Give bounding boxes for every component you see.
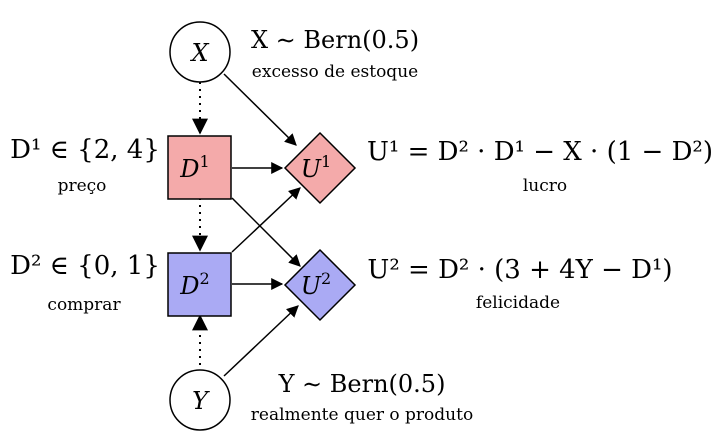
edge-d2-u1: [231, 187, 301, 253]
u2-formula: U² = D² · (3 + 4Y − D¹): [367, 255, 672, 285]
edges: [192, 73, 301, 377]
node-y-circle: [169, 369, 231, 431]
node-x-label: X: [189, 39, 209, 67]
d1-domain: D¹ ∈ {2, 4}: [10, 135, 160, 165]
u2-caption: felicidade: [476, 293, 560, 313]
node-d1-label: D1: [179, 152, 209, 183]
edge-d1-u2: [231, 197, 301, 267]
node-d1-box: [167, 135, 232, 200]
node-x-circle: [169, 21, 231, 83]
node-y: Y: [169, 369, 231, 431]
node-u1-diamond: [283, 131, 357, 205]
node-u2-label: U2: [301, 269, 331, 300]
y-formula: Y ∼ Bern(0.5): [278, 370, 446, 398]
d1-caption: preço: [58, 176, 107, 196]
edge-y-u2: [223, 305, 299, 377]
node-d2-box: [167, 252, 232, 317]
node-d1: D1: [167, 135, 232, 200]
x-formula: X ∼ Bern(0.5): [251, 26, 419, 54]
node-d2: D2: [167, 252, 232, 317]
u1-caption: lucro: [523, 176, 567, 196]
node-u2-diamond: [283, 248, 357, 322]
node-u1-label: U1: [301, 152, 331, 183]
edge-x-u1: [223, 73, 297, 146]
node-u1: U1: [283, 131, 357, 205]
y-caption: realmente quer o produto: [251, 405, 473, 425]
u1-formula: U¹ = D² · D¹ − X · (1 − D²): [367, 137, 713, 167]
node-x: X: [169, 21, 231, 83]
x-caption: excesso de estoque: [252, 62, 418, 82]
d2-caption: comprar: [47, 295, 121, 315]
node-y-label: Y: [192, 387, 210, 415]
node-d2-label: D2: [179, 269, 209, 300]
d2-domain: D² ∈ {0, 1}: [10, 251, 160, 281]
node-u2: U2: [283, 248, 357, 322]
